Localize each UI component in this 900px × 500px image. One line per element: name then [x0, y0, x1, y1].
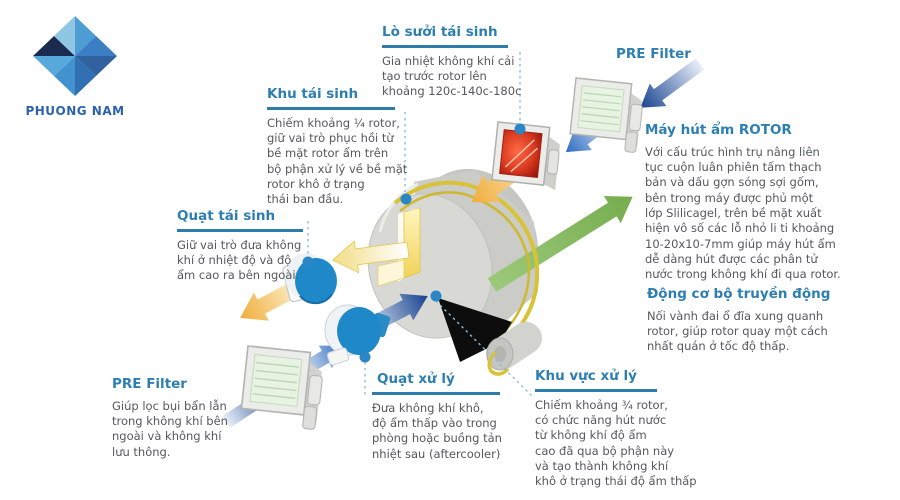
label-may-hut-am-rotor: Máy hút ẩm ROTOR Với cấu trúc hình trụ n… [645, 122, 855, 282]
company-logo: PHUONG NAM [20, 14, 130, 118]
label-pre-filter-bottom: PRE Filter Giúp lọc bụi bẩn lẫn trong kh… [112, 376, 262, 460]
label-body: Giữ vai trò đưa không khí ở nhiệt độ và … [177, 237, 302, 283]
heading-underline [267, 106, 395, 110]
label-title: Quạt tái sinh [177, 208, 276, 224]
label-dong-co-bo-truyen-dong: Động cơ bộ truyền động Nối vành đai ổ đĩ… [647, 286, 847, 355]
pre-filter-top-icon [569, 77, 643, 153]
heading-underline [535, 388, 657, 392]
connector-dots [302, 123, 526, 363]
label-khu-tai-sinh: Khu tái sinh Chiếm khoảng ¼ rotor, giữ v… [267, 86, 432, 208]
label-body: Chiếm khoảng ¾ rotor, có chức năng hút n… [535, 397, 697, 489]
dotted-connectors [307, 52, 535, 399]
label-body: Nối vành đai ổ đĩa xung quanh rotor, giú… [647, 308, 828, 354]
rotor-to-fan-arrow [331, 240, 410, 274]
dry-air-out-arrow [487, 195, 633, 292]
label-body: Giúp lọc bụi bẩn lẫn trong không khí bên… [112, 398, 228, 459]
label-title: Khu tái sinh [267, 86, 359, 102]
label-khu-vuc-xu-ly: Khu vực xử lý Chiếm khoảng ¾ rotor, có c… [535, 368, 705, 490]
label-lo-suoi-tai-sinh: Lò sưởi tái sinh Gia nhiệt không khí cải… [382, 24, 552, 100]
label-body: Với cấu trúc hình trụ nâng liên tục cuộn… [645, 144, 841, 282]
air-in-top-arrow [640, 58, 705, 108]
pre-filter-bottom-icon [240, 345, 323, 430]
pulley-icon [486, 322, 542, 376]
label-title: PRE Filter [616, 46, 691, 62]
label-title: Lò sưởi tái sinh [382, 24, 498, 40]
process-fan-icon [324, 304, 391, 366]
label-title: Quạt xử lý [377, 371, 455, 387]
label-title: Máy hút ẩm ROTOR [645, 122, 792, 138]
heading-underline [177, 228, 303, 232]
logo-text: PHUONG NAM [25, 104, 125, 118]
label-title: PRE Filter [112, 376, 187, 392]
label-quat-xu-ly: Quạt xử lý Đưa không khí khô, độ ẩm thấp… [372, 371, 532, 462]
label-quat-tai-sinh: Quạt tái sinh Giữ vai trò đưa không khí … [177, 208, 327, 284]
label-pre-filter-top: PRE Filter [616, 46, 736, 63]
label-body: Đưa không khí khô, độ ẩm thấp vào trong … [372, 400, 502, 461]
logo-diamond-icon [33, 16, 117, 96]
heading-underline [382, 44, 508, 48]
regeneration-fan-icon [282, 253, 337, 305]
heading-underline [372, 391, 500, 395]
drive-belt-icon [393, 180, 540, 356]
rotor-sector-wedge [438, 298, 512, 362]
label-body: Chiếm khoảng ¼ rotor, giữ vai trò phục h… [267, 115, 408, 207]
heater-box-icon [491, 121, 560, 191]
label-body: Gia nhiệt không khí cải tạo trước rotor … [382, 53, 522, 99]
label-title: Động cơ bộ truyền động [647, 286, 831, 302]
label-title: Khu vực xử lý [535, 368, 637, 384]
